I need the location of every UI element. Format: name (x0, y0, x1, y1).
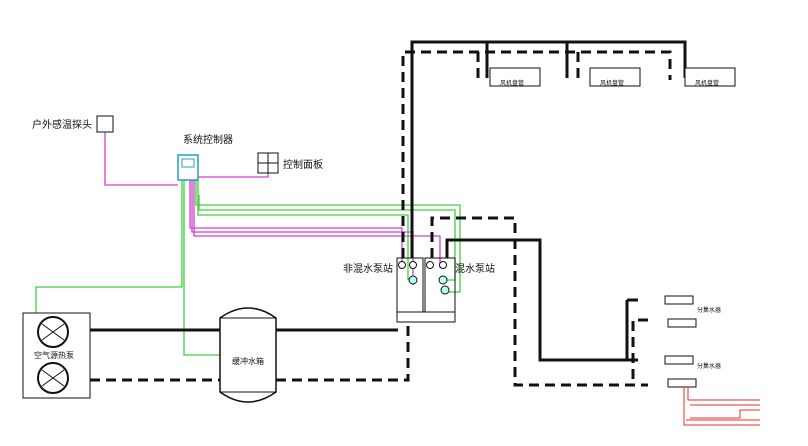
manifold-1 (664, 295, 697, 388)
mixing-pump-station-label: 混水泵站 (455, 262, 495, 275)
fan-coil-3 (684, 67, 736, 87)
manifold-label: 分集水器 (697, 306, 721, 314)
heat-pump-label: 空气源热泵 (34, 350, 74, 360)
control-panel (257, 152, 279, 174)
system-controller-label: 系统控制器 (183, 133, 233, 146)
outdoor-sensor-label: 户外感温探头 (32, 118, 92, 131)
floor-heating-loops (683, 387, 760, 426)
green-signal-wires (35, 180, 461, 356)
air-source-heat-pump (22, 312, 91, 399)
buffer-tank (219, 307, 277, 403)
controller-screen-icon (181, 158, 195, 168)
supply-pipes (90, 40, 687, 362)
fan-coil-label: 风机盘管 (695, 79, 719, 87)
control-panel-label: 控制面板 (283, 158, 323, 171)
buffer-tank-label: 缓冲水箱 (232, 356, 264, 366)
fan-coil-label: 风机盘管 (600, 79, 624, 87)
fan-coil-1 (489, 67, 541, 87)
non-mixing-pump-station-label: 非混水泵站 (343, 262, 393, 275)
return-pipes (90, 50, 672, 387)
outdoor-sensor (96, 115, 114, 133)
fan-coil-label: 风机盘管 (500, 79, 524, 87)
manifold-label: 分集水器 (697, 362, 721, 370)
fan-coil-2 (589, 67, 641, 87)
pump-stations (396, 257, 456, 323)
